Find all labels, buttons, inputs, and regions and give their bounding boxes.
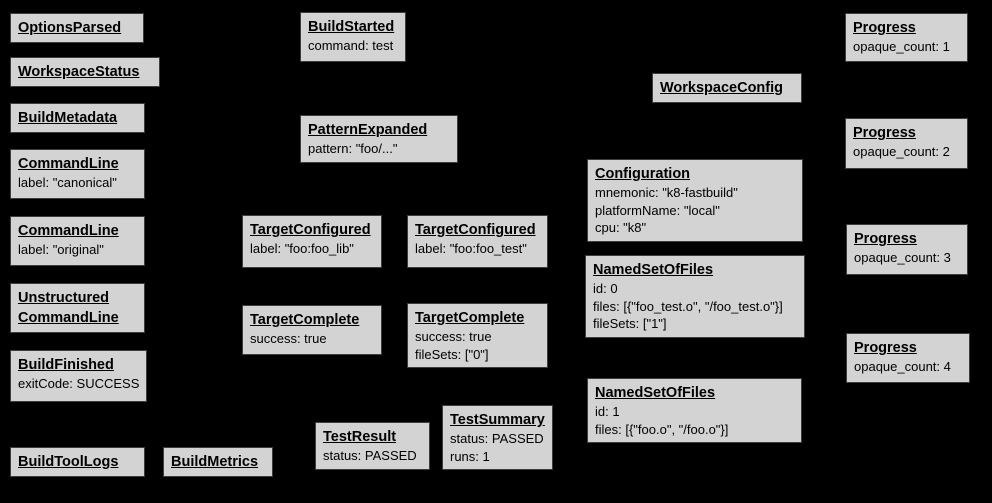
node-title: Progress xyxy=(854,231,917,247)
node-title: CommandLine xyxy=(18,156,119,172)
node-title: TargetConfigured xyxy=(415,222,536,238)
node-title: Progress xyxy=(853,20,916,36)
node-title: WorkspaceConfig xyxy=(660,80,784,96)
node-attribute: opaque_count: 1 xyxy=(853,39,950,54)
node-attribute: success: true xyxy=(250,331,327,346)
node-attribute: fileSets: ["1"] xyxy=(593,316,667,331)
node-attribute: label: "foo:foo_test" xyxy=(415,241,527,256)
node-title: TargetComplete xyxy=(250,312,360,328)
node-title: PatternExpanded xyxy=(308,122,428,138)
node-build-tool-logs: BuildToolLogs xyxy=(10,447,145,477)
node-progress-4: Progress opaque_count: 4 xyxy=(846,333,970,383)
node-title: TargetComplete xyxy=(415,310,525,326)
node-attribute: pattern: "foo/..." xyxy=(308,141,398,156)
node-progress-3: Progress opaque_count: 3 xyxy=(846,224,968,275)
node-test-summary: TestSummary status: PASSED runs: 1 xyxy=(442,405,553,470)
node-attribute: platformName: "local" xyxy=(595,202,720,218)
node-target-complete-foo-test: TargetComplete success: true fileSets: [… xyxy=(407,303,548,368)
node-attribute: mnemonic: "k8-fastbuild" xyxy=(595,185,738,200)
node-attribute: opaque_count: 4 xyxy=(854,359,951,374)
node-title: TestResult xyxy=(323,429,397,445)
node-build-metadata: BuildMetadata xyxy=(10,103,145,133)
node-title: TestSummary xyxy=(450,412,545,428)
node-attribute: command: test xyxy=(308,38,394,53)
node-target-complete-foo-lib: TargetComplete success: true xyxy=(242,305,382,355)
node-target-configured-foo-lib: TargetConfigured label: "foo:foo_lib" xyxy=(242,215,382,268)
node-workspace-config: WorkspaceConfig xyxy=(652,73,802,103)
node-attribute: runs: 1 xyxy=(450,448,490,464)
node-unstructured-command-line: Unstructured CommandLine xyxy=(10,283,145,333)
node-progress-1: Progress opaque_count: 1 xyxy=(845,13,968,62)
node-title: WorkspaceStatus xyxy=(18,64,140,80)
node-build-metrics: BuildMetrics xyxy=(163,447,273,477)
node-attribute: label: "foo:foo_lib" xyxy=(250,241,354,256)
node-title: Progress xyxy=(853,125,916,141)
node-target-configured-foo-test: TargetConfigured label: "foo:foo_test" xyxy=(407,215,548,268)
node-title: Configuration xyxy=(595,166,691,182)
node-title: NamedSetOfFiles xyxy=(593,262,714,278)
node-named-set-of-files-0: NamedSetOfFiles id: 0 files: [{"foo_test… xyxy=(585,255,805,338)
node-attribute: id: 0 xyxy=(593,281,618,296)
node-title: BuildToolLogs xyxy=(18,454,119,470)
node-progress-2: Progress opaque_count: 2 xyxy=(845,118,968,169)
node-attribute: exitCode: SUCCESS xyxy=(18,376,140,391)
node-command-line-original: CommandLine label: "original" xyxy=(10,216,145,266)
node-workspace-status: WorkspaceStatus xyxy=(10,57,160,87)
node-attribute: label: "original" xyxy=(18,242,104,257)
node-attribute: label: "canonical" xyxy=(18,175,117,190)
node-attribute: status: PASSED xyxy=(450,431,544,446)
node-title: BuildMetrics xyxy=(171,454,259,470)
node-options-parsed: OptionsParsed xyxy=(10,13,144,43)
node-build-finished: BuildFinished exitCode: SUCCESS xyxy=(10,350,148,402)
node-attribute: files: [{"foo.o", "/foo.o"}] xyxy=(595,421,729,437)
node-title: OptionsParsed xyxy=(18,20,122,36)
node-attribute: cpu: "k8" xyxy=(595,220,647,235)
node-title: BuildMetadata xyxy=(18,110,118,126)
node-title: TargetConfigured xyxy=(250,222,371,238)
node-named-set-of-files-1: NamedSetOfFiles id: 1 files: [{"foo.o", … xyxy=(587,378,802,443)
node-build-started: BuildStarted command: test xyxy=(300,12,406,62)
node-attribute: fileSets: ["0"] xyxy=(415,346,489,362)
node-attribute: success: true xyxy=(415,329,492,344)
node-title: Unstructured xyxy=(18,290,110,306)
node-title: CommandLine xyxy=(18,310,119,326)
node-pattern-expanded: PatternExpanded pattern: "foo/..." xyxy=(300,115,458,163)
node-attribute: files: [{"foo_test.o", "/foo_test.o"}] xyxy=(593,298,783,314)
node-title: BuildFinished xyxy=(18,357,114,373)
node-title: Progress xyxy=(854,340,917,356)
node-attribute: opaque_count: 2 xyxy=(853,144,950,159)
node-configuration: Configuration mnemonic: "k8-fastbuild" p… xyxy=(587,159,803,242)
node-title: NamedSetOfFiles xyxy=(595,385,716,401)
node-title: CommandLine xyxy=(18,223,119,239)
node-attribute: id: 1 xyxy=(595,404,620,419)
node-command-line-canonical: CommandLine label: "canonical" xyxy=(10,149,145,199)
node-title: BuildStarted xyxy=(308,19,395,35)
node-attribute: status: PASSED xyxy=(323,448,417,463)
node-attribute: opaque_count: 3 xyxy=(854,250,951,265)
node-test-result: TestResult status: PASSED xyxy=(315,422,430,470)
